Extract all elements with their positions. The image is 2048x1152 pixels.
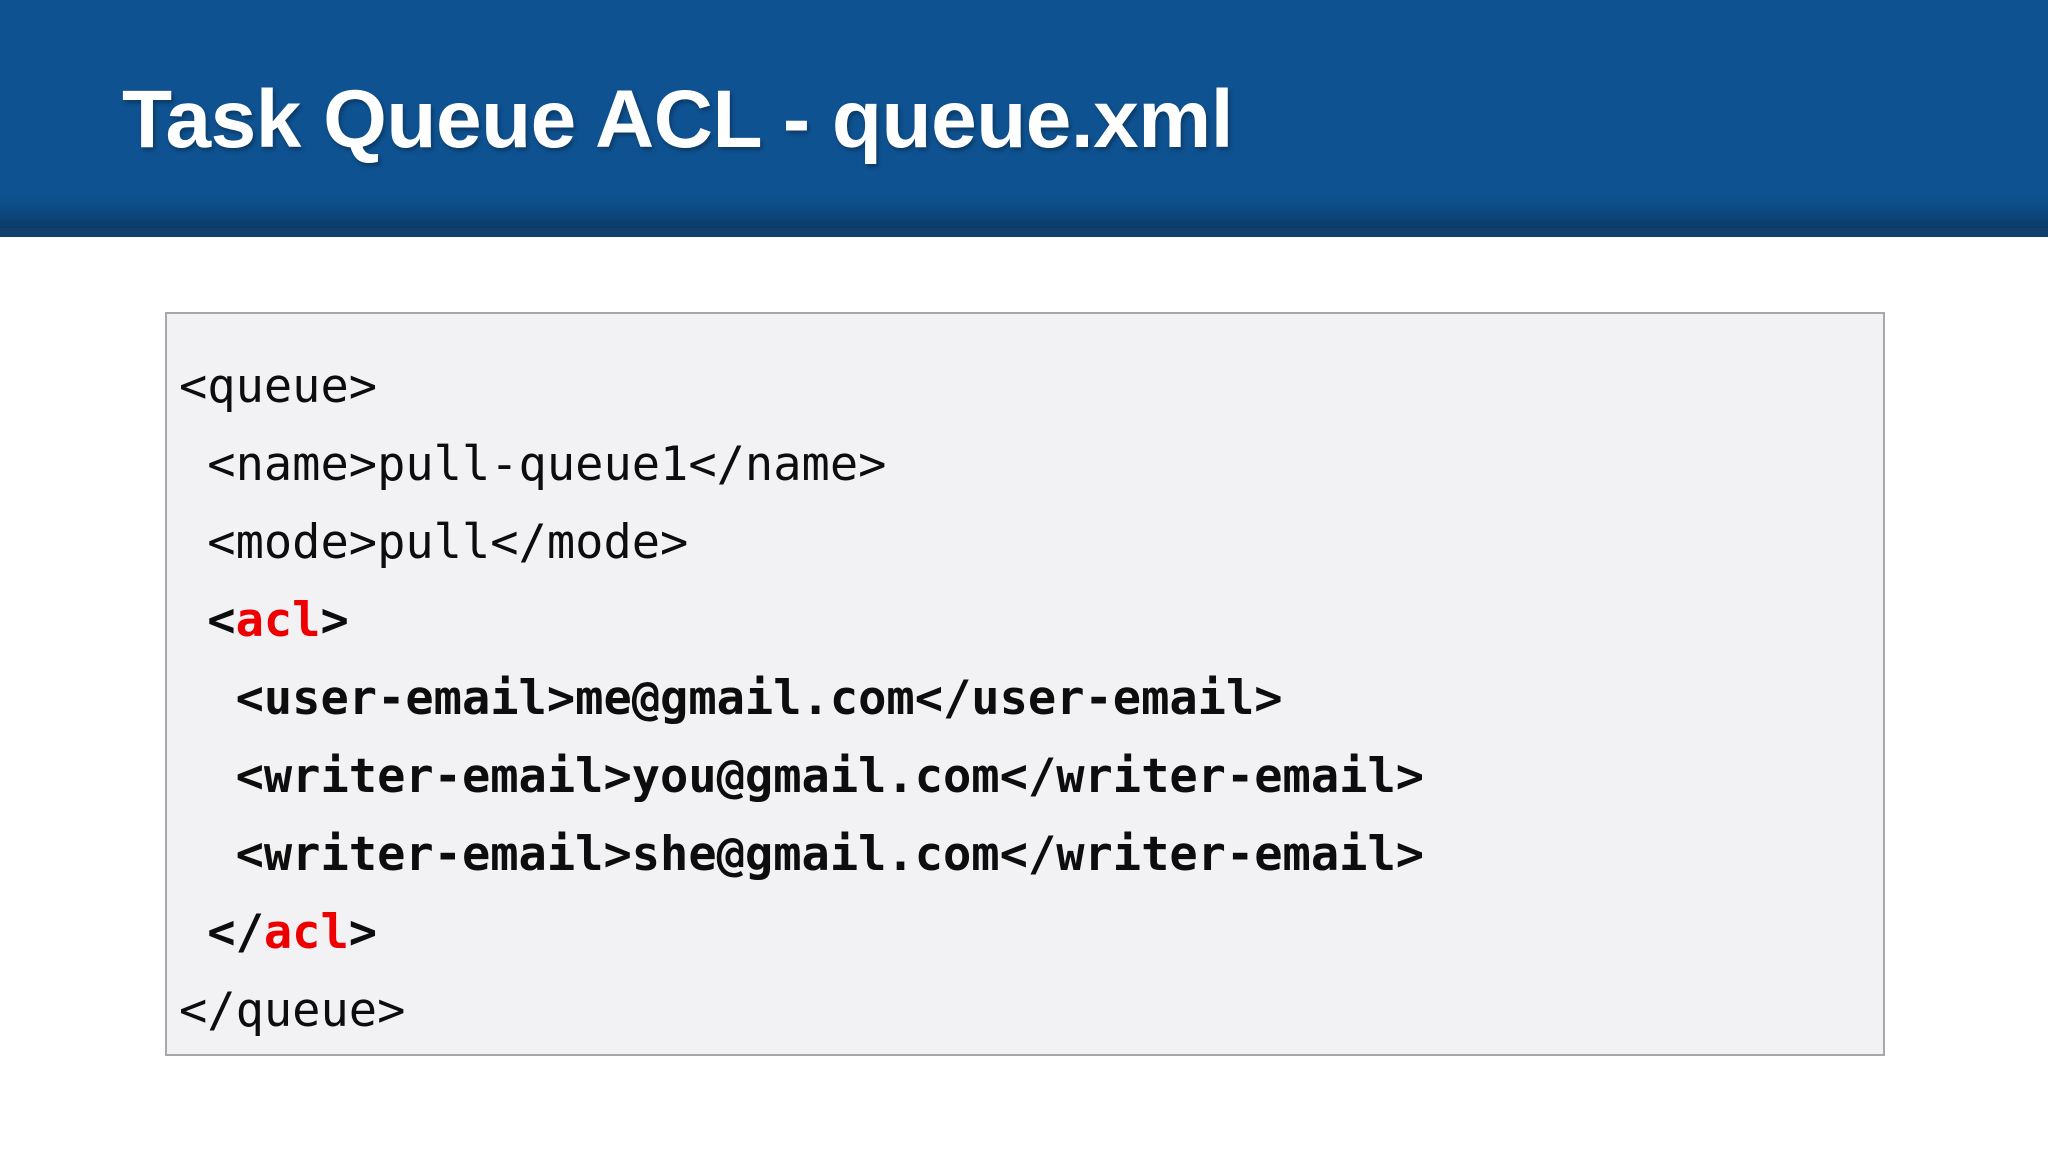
title-banner: Task Queue ACL - queue.xml (0, 0, 2048, 237)
title-banner-gradient (0, 196, 2048, 228)
code-token-suffix: > (320, 593, 349, 648)
page-title: Task Queue ACL - queue.xml (122, 74, 1233, 165)
code-line: <writer-email>you@gmail.com</writer-emai… (167, 738, 1883, 816)
code-token-prefix: <writer-email>you@gmail.com</writer-emai… (235, 749, 1425, 804)
code-token-suffix: > (348, 905, 378, 960)
code-token-prefix: </queue> (179, 983, 406, 1038)
title-banner-rule (0, 228, 2048, 237)
code-indent (179, 593, 207, 648)
code-indent (179, 437, 207, 492)
code-indent (179, 827, 236, 882)
code-lines-container: <queue> <name>pull-queue1</name> <mode>p… (167, 348, 1883, 1050)
code-line: </acl> (167, 894, 1883, 972)
code-line: <user-email>me@gmail.com</user-email> (167, 660, 1883, 738)
code-token-prefix: <queue> (179, 359, 378, 414)
code-indent (179, 515, 207, 570)
code-token-prefix: <name>pull-queue1</name> (207, 437, 887, 492)
code-indent (179, 671, 236, 726)
code-line: <writer-email>she@gmail.com</writer-emai… (167, 816, 1883, 894)
code-line: <acl> (167, 582, 1883, 660)
code-token-prefix: </ (207, 905, 264, 960)
code-token-highlight: acl (235, 593, 321, 648)
code-line: </queue> (167, 972, 1883, 1050)
code-indent (179, 905, 207, 960)
code-token-prefix: <writer-email>she@gmail.com</writer-emai… (235, 827, 1425, 882)
code-indent (179, 749, 236, 804)
code-line: <mode>pull</mode> (167, 504, 1883, 582)
code-token-prefix: <user-email>me@gmail.com</user-email> (235, 671, 1283, 726)
code-block: <queue> <name>pull-queue1</name> <mode>p… (165, 312, 1885, 1056)
code-line: <queue> (167, 348, 1883, 426)
code-token-prefix: <mode>pull</mode> (207, 515, 689, 570)
code-line: <name>pull-queue1</name> (167, 426, 1883, 504)
code-token-prefix: < (207, 593, 236, 648)
code-token-highlight: acl (263, 905, 349, 960)
